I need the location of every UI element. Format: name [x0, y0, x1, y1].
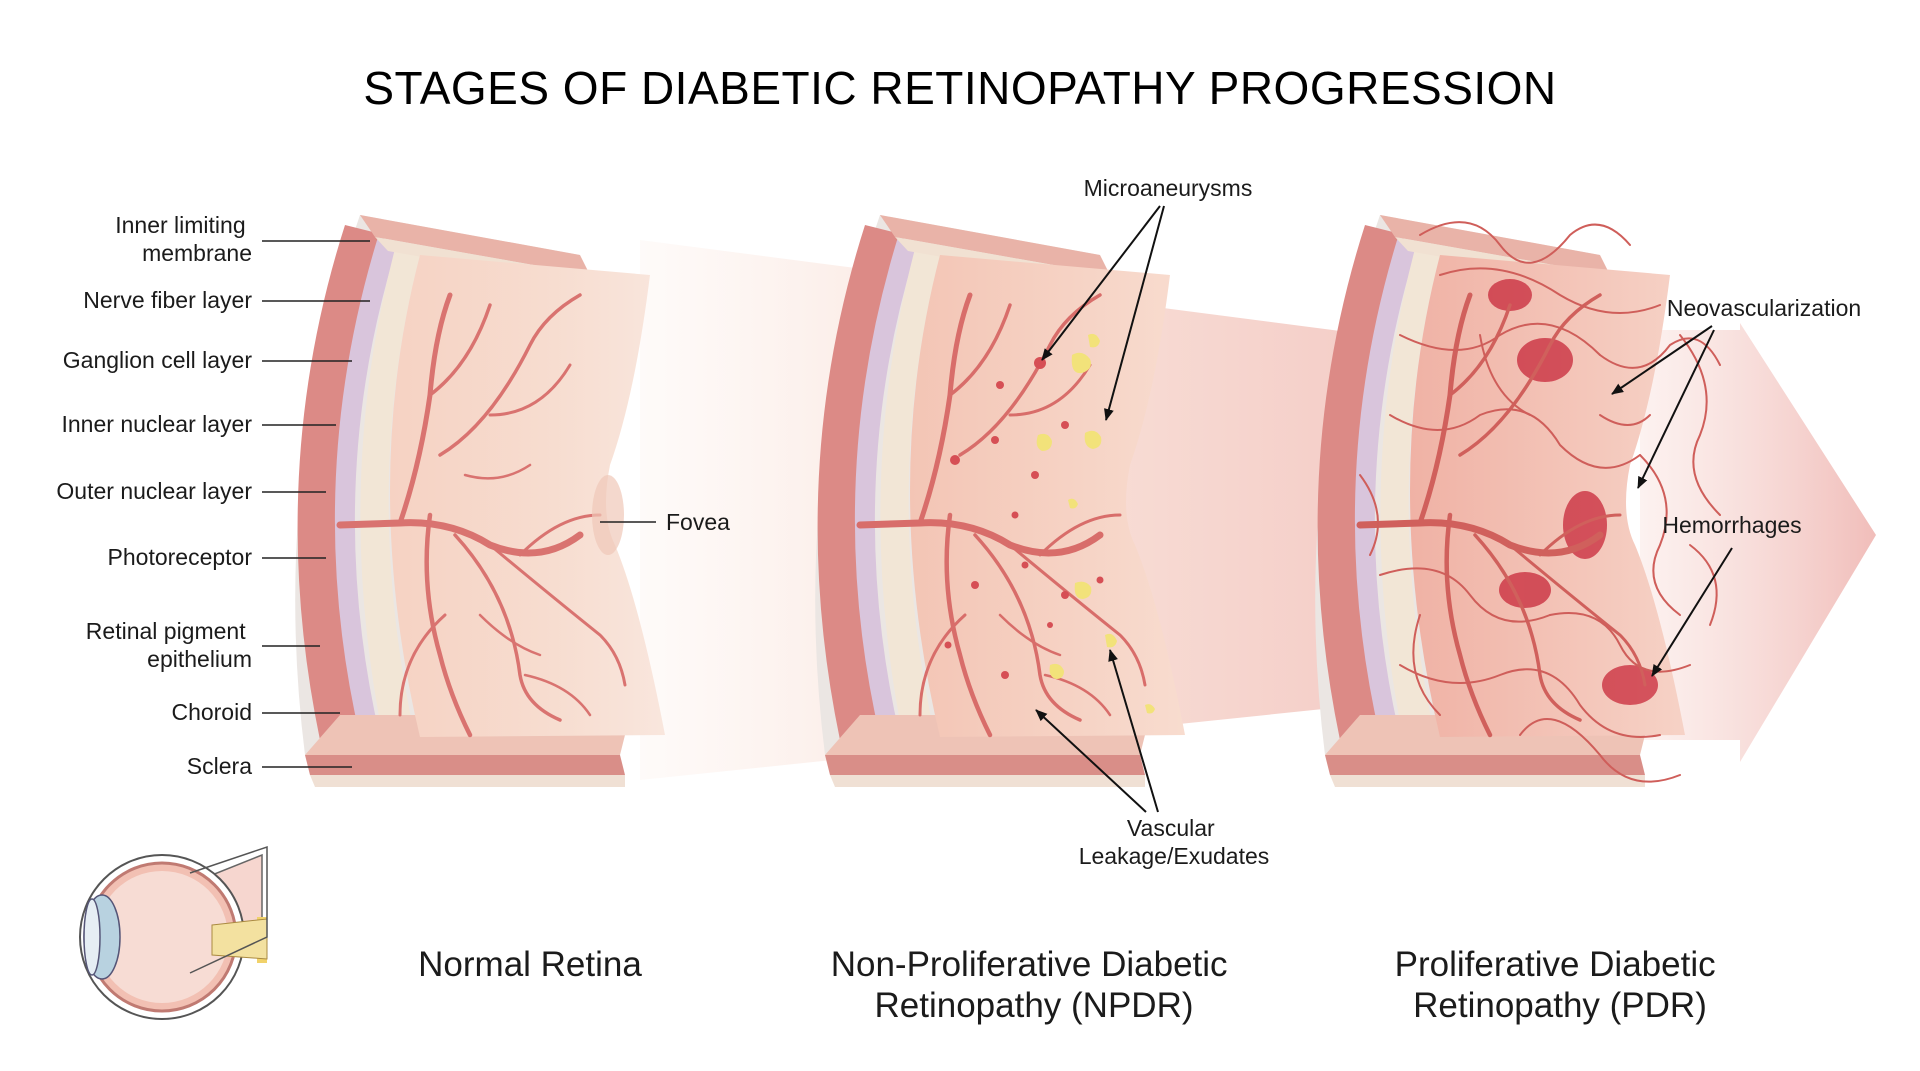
npdr-illustration [815, 215, 1185, 787]
layer-label-outer-nuclear: Outer nuclear layer [56, 478, 252, 504]
page-title: STAGES OF DIABETIC RETINOPATHY PROGRESSI… [363, 62, 1556, 114]
layer-label-ganglion-cell: Ganglion cell layer [63, 347, 253, 373]
neovascularization-label: Neovascularization [1667, 295, 1861, 321]
vascular-leakage-label: Vascular Leakage/Exudates [1079, 815, 1270, 869]
retina-face [390, 255, 665, 737]
stage-captions: Normal Retina Non-Proliferative Diabetic… [418, 945, 1726, 1025]
neovascular-vessels [1359, 221, 1721, 783]
layer-label-photoreceptor: Photoreceptor [108, 544, 253, 570]
blood-vessels [336, 292, 627, 738]
stage-caption-pdr: Proliferative Diabetic Retinopathy (PDR) [1395, 945, 1726, 1025]
hemorrhages-label: Hemorrhages [1662, 512, 1801, 538]
stage-caption-npdr: Non-Proliferative Diabetic Retinopathy (… [831, 945, 1238, 1025]
retina-face [910, 255, 1185, 737]
microaneurysms-label: Microaneurysms [1084, 175, 1253, 201]
annotations: Fovea Microaneurysms Vascular Leakage/Ex… [600, 175, 1861, 869]
layer-label-nerve-fiber: Nerve fiber layer [83, 287, 252, 313]
pdr-illustration [1315, 215, 1721, 787]
fovea-label: Fovea [666, 509, 730, 535]
progression-arrow [1640, 323, 1876, 762]
exudate-patches [1036, 333, 1155, 714]
stage-caption-normal: Normal Retina [418, 945, 642, 984]
layer-labels: Inner limiting membrane Nerve fiber laye… [56, 212, 370, 779]
layer-label-choroid: Choroid [171, 699, 252, 725]
layer-label-retinal-pigment-epithelium: Retinal pigment epithelium [86, 618, 252, 672]
blood-vessels [856, 292, 1147, 738]
fovea-pit [592, 475, 624, 555]
retina-face [1410, 255, 1685, 737]
normal-retina-illustration [295, 215, 665, 787]
layer-label-sclera: Sclera [187, 753, 252, 779]
hemorrhage-patches [1488, 279, 1658, 705]
eye-cross-section-icon [79, 845, 268, 1020]
layer-label-inner-nuclear: Inner nuclear layer [62, 411, 253, 437]
layer-label-inner-limiting-membrane: Inner limiting membrane [115, 212, 252, 266]
